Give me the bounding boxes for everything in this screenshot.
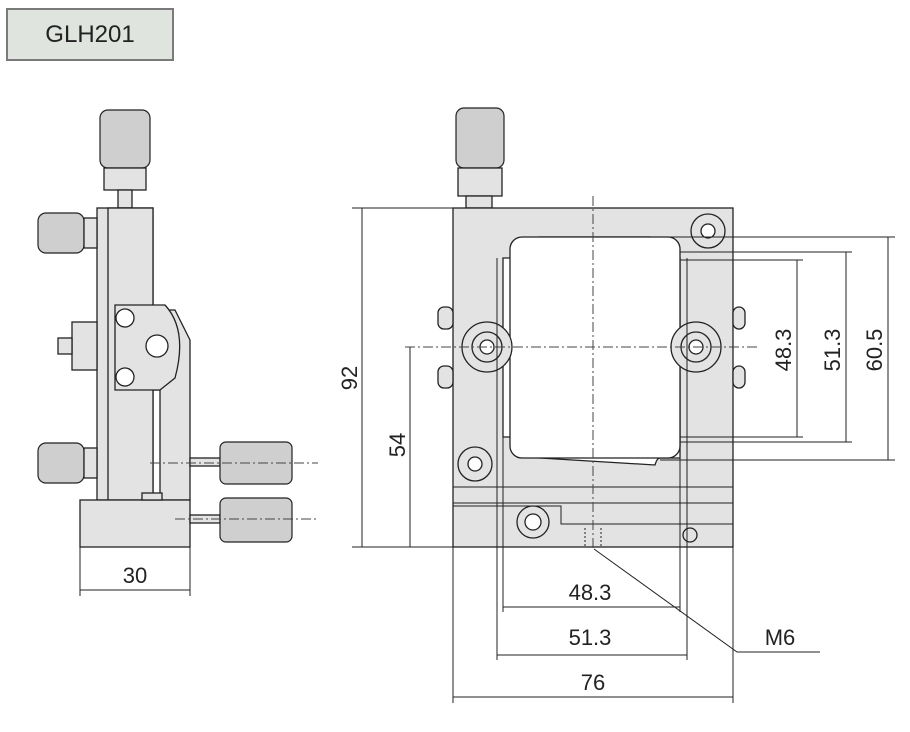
thread-label: M6: [765, 625, 796, 650]
top-knob-front: [455, 107, 505, 169]
dim-height-total: 92: [337, 366, 362, 390]
dim-side-width: 30: [123, 563, 147, 588]
dim-vert-outer: 60.5: [862, 329, 887, 372]
dim-vert-mid: 51.3: [820, 329, 845, 372]
model-label: GLH201: [6, 8, 174, 61]
side-view: 30: [37, 109, 318, 596]
dim-horiz-mid: 51.3: [569, 625, 612, 650]
dim-height-center: 54: [385, 433, 410, 457]
side-knob-upper: [37, 212, 85, 254]
dim-horiz-inner: 48.3: [569, 580, 612, 605]
side-base: [79, 499, 191, 548]
dim-width-total: 76: [581, 670, 605, 695]
front-view: 92 54 48.3 51.3 60.5 48.3 51.3 76 M6: [337, 107, 895, 703]
dim-vert-inner: 48.3: [771, 329, 796, 372]
side-knob-lower: [37, 442, 85, 484]
top-knob: [99, 109, 151, 169]
